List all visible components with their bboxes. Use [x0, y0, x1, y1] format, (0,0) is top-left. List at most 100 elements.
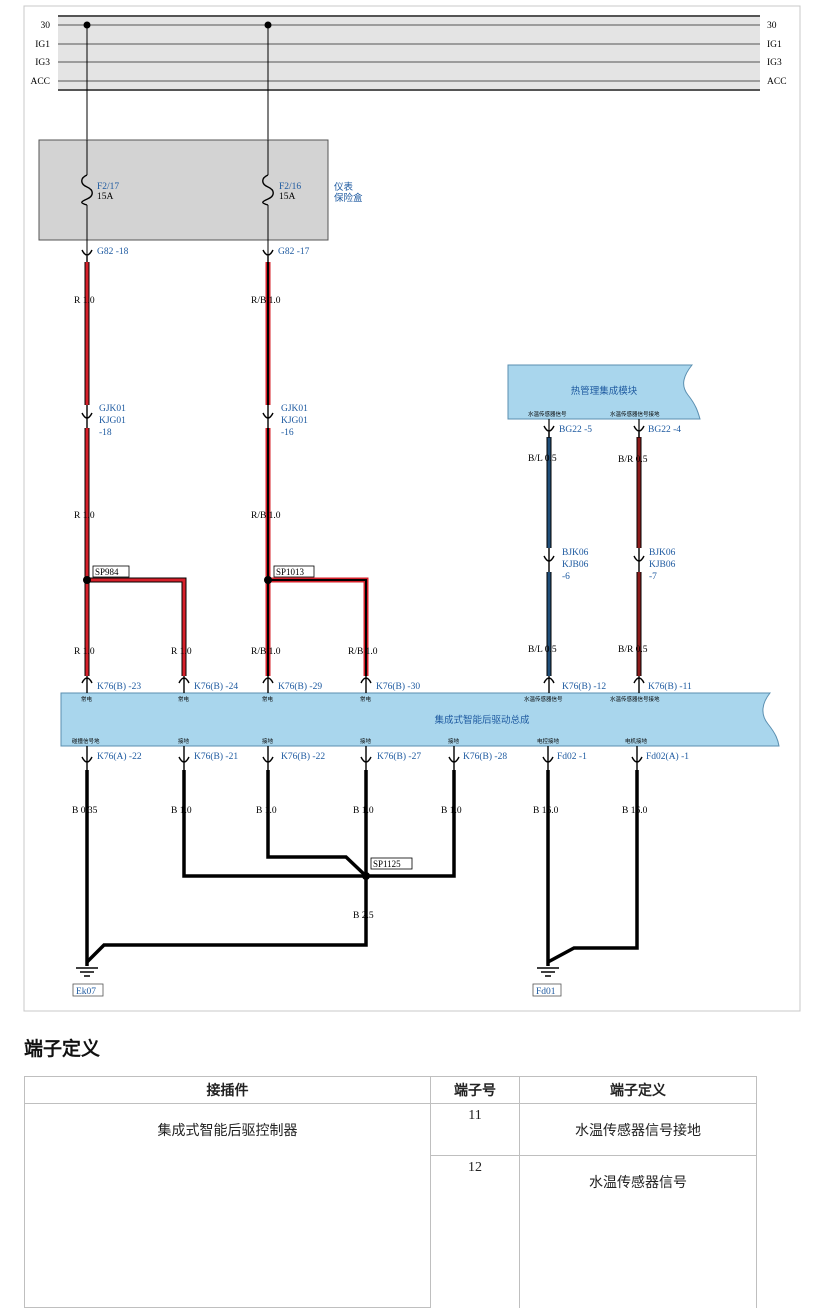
controller-top-pin: 常电 — [360, 695, 372, 703]
wire-label: B/R 0.5 — [618, 455, 648, 465]
controller-title: 集成式智能后驱动总成 — [434, 714, 530, 726]
fuse-box-label: 保险盒 — [334, 192, 363, 204]
splice-sp984: SP984 — [95, 567, 119, 577]
controller-top-pin: 常电 — [178, 695, 190, 703]
circuit-red-black — [264, 262, 369, 676]
wire-label: B 1.0 — [171, 806, 192, 816]
splice-sp1013: SP1013 — [276, 567, 305, 577]
wire-label: R 1.0 — [74, 511, 95, 521]
connector-icon — [543, 548, 555, 572]
bus-label-ig3-right: IG3 — [767, 58, 782, 68]
connector-top-label: K76(B) -11 — [648, 681, 692, 692]
thermal-management-module: 热管理集成模块 水温传感器信号 水温传感器信号接地 — [507, 364, 701, 420]
wire-label: B 1.0 — [256, 806, 277, 816]
table-cell-pin: 12 — [430, 1155, 520, 1308]
wire-label: B 2.5 — [353, 911, 374, 921]
connector-gjk01-b: -16 — [281, 428, 294, 438]
controller-top-pin: 水温传感器信号 — [524, 695, 563, 703]
connector-bjk06-b: BJK06 — [649, 548, 676, 558]
connector-top-label: K76(B) -29 — [278, 681, 322, 692]
fuse-icon — [262, 174, 274, 206]
wire-label: B 1.0 — [353, 806, 374, 816]
wire-label: R/B 1.0 — [251, 511, 281, 521]
controller-bottom-pin: 电机接地 — [625, 737, 648, 745]
diagram-frame — [23, 5, 801, 1012]
wire-label: B 16.0 — [622, 806, 648, 816]
ground-icon — [537, 967, 559, 977]
connector-bjk06-b: KJB06 — [649, 560, 676, 570]
controller-bottom-pin: 接地 — [262, 737, 274, 745]
fuse2-rating: 15A — [279, 192, 296, 202]
wire-label: R 1.0 — [171, 647, 192, 657]
connector-bottom-label: K76(B) -28 — [463, 751, 507, 762]
controller-top-pin: 常电 — [262, 695, 274, 703]
rear-drive-controller: 集成式智能后驱动总成 — [60, 692, 780, 747]
connector-g82-17: G82 -17 — [278, 247, 310, 257]
controller-bottom-connectors — [81, 746, 643, 770]
section-title: 端子定义 — [24, 1038, 101, 1060]
controller-bottom-pin: 接地 — [360, 737, 372, 745]
fuse-icon — [81, 174, 93, 206]
ground-wiring — [85, 770, 639, 966]
connector-gjk01-b: KJG01 — [281, 416, 308, 426]
controller-top-pin: 常电 — [81, 695, 93, 703]
connector-bottom-label: Fd02 -1 — [557, 752, 587, 762]
connector-icon — [262, 249, 274, 262]
wire-labels-red: R 1.0 R 1.0 R 1.0 R 1.0 R/B 1.0 R/B 1.0 … — [74, 296, 378, 657]
controller-bottom-pin: 碰撞信号地 — [72, 737, 100, 745]
connector-bottom-label: K76(A) -22 — [97, 751, 142, 762]
connector-top-label: K76(B) -30 — [376, 681, 420, 692]
bus-label-acc-right: ACC — [767, 77, 787, 87]
wire-label: R/B 1.0 — [251, 296, 281, 306]
bus-label-30-left: 30 — [41, 21, 51, 31]
connector-top-label: K76(B) -12 — [562, 681, 606, 692]
connector-gjk01-b: GJK01 — [281, 404, 308, 414]
connector-bjk06-a: KJB06 — [562, 560, 589, 570]
fuse-box: F2/17 15A F2/16 15A 仪表 保险盒 — [38, 21, 363, 256]
ground-icon — [76, 967, 98, 977]
wire-label: R/B 1.0 — [251, 647, 281, 657]
terminal-definition-table: 接插件 端子号 端子定义 集成式智能后驱控制器 11 水温传感器信号接地 12 … — [24, 1076, 757, 1308]
table-cell-pin: 11 — [430, 1103, 520, 1156]
connector-bjk06-b: -7 — [649, 572, 657, 582]
connector-top-label: K76(B) -23 — [97, 681, 141, 692]
connector-bjk06-a: -6 — [562, 572, 570, 582]
bus-label-ig1-left: IG1 — [35, 40, 50, 50]
connector-gjk01-a: GJK01 — [99, 404, 126, 414]
connector-bottom-label: K76(B) -21 — [194, 751, 238, 762]
connector-bg22-5: BG22 -5 — [559, 425, 592, 435]
wire-labels-right: B/L 0.5 B/L 0.5 B/R 0.5 B/R 0.5 — [528, 454, 648, 655]
connector-bottom-label: K76(B) -22 — [281, 751, 325, 762]
connector-top-label: K76(B) -24 — [194, 681, 238, 692]
wire-label: B/L 0.5 — [528, 645, 557, 655]
bus-label-acc-left: ACC — [30, 77, 50, 87]
wire-label: R 1.0 — [74, 296, 95, 306]
fuse2-name: F2/16 — [279, 182, 301, 192]
connector-g82-18: G82 -18 — [97, 247, 129, 257]
controller-bottom-pin: 接地 — [178, 737, 190, 745]
connector-gjk01-a: KJG01 — [99, 416, 126, 426]
wire-label: B/R 0.5 — [618, 645, 648, 655]
controller-top-connectors — [81, 676, 645, 693]
circuit-red — [83, 262, 187, 676]
table-row: 12 水温传感器信号 — [25, 1155, 757, 1308]
wiring-diagram: 30 IG1 IG3 ACC 30 IG1 IG3 ACC F2/17 15A … — [23, 5, 801, 1012]
thermal-module-title: 热管理集成模块 — [571, 385, 638, 397]
splice-sp1125: SP1125 — [373, 859, 401, 869]
connector-bjk06-a: BJK06 — [562, 548, 589, 558]
table-cell-definition: 水温传感器信号 — [519, 1155, 757, 1308]
table-cell-definition: 水温传感器信号接地 — [519, 1103, 757, 1156]
controller-bottom-pin: 接地 — [448, 737, 460, 745]
connector-icon — [81, 249, 93, 262]
wire-label: B 1.0 — [441, 806, 462, 816]
fuse1-rating: 15A — [97, 192, 114, 202]
connector-icon — [81, 405, 93, 428]
connector-icon — [543, 425, 555, 438]
connector-icon — [633, 425, 645, 438]
connector-bg22-4: BG22 -4 — [648, 425, 681, 435]
power-buses: 30 IG1 IG3 ACC 30 IG1 IG3 ACC — [30, 15, 787, 91]
bus-label-ig1-right: IG1 — [767, 40, 782, 50]
bus-label-ig3-left: IG3 — [35, 58, 50, 68]
table-row: 集成式智能后驱控制器 11 水温传感器信号接地 — [24, 1103, 757, 1308]
controller-bottom-pin: 电控接地 — [537, 737, 560, 745]
